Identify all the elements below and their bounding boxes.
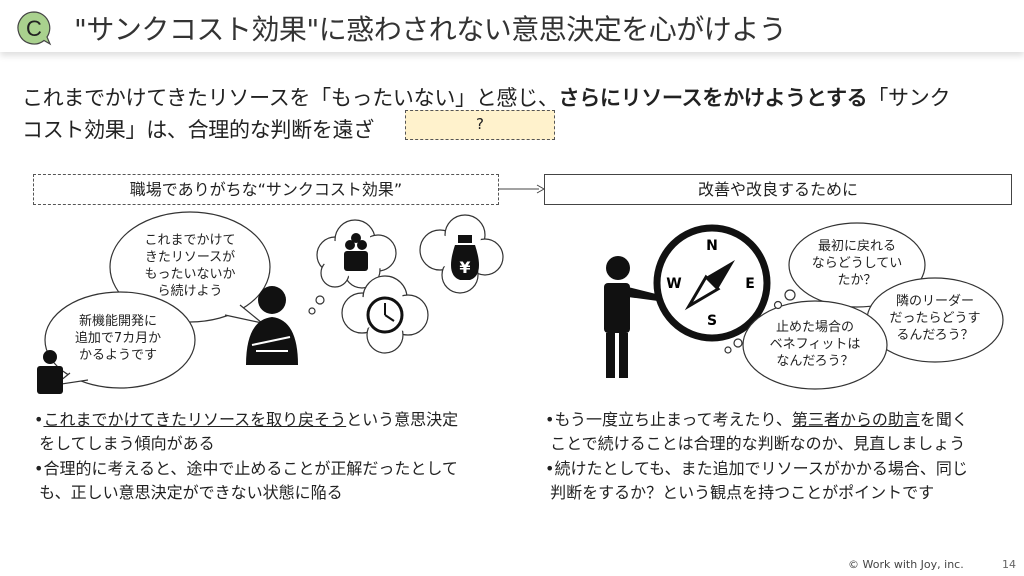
money-bag-icon: ¥ bbox=[451, 235, 479, 280]
svg-text:C: C bbox=[26, 16, 42, 41]
lead-line-2: コスト効果」は、合理的な判断を遠ざ bbox=[22, 118, 374, 142]
clock-icon bbox=[366, 296, 404, 334]
section-badge-icon: C bbox=[17, 11, 52, 46]
svg-text:E: E bbox=[745, 276, 755, 292]
fill-in-blank[interactable]: ? bbox=[405, 110, 555, 140]
svg-text:N: N bbox=[706, 238, 718, 254]
svg-text:¥: ¥ bbox=[459, 258, 470, 277]
thought-cloud-1 bbox=[788, 222, 926, 308]
page-title: "サンクコスト効果"に惑わされない意思決定を心がけよう bbox=[74, 13, 787, 46]
speech-bubble-small-text: 新機能開発に追加で7カ月かかるようです bbox=[74, 314, 162, 363]
thought-cloud-3-text: 止めた場合のベネフィットはなんだろう？ bbox=[769, 320, 861, 369]
person-pointing-icon bbox=[604, 256, 660, 378]
left-bullet-1: •これまでかけてきたリソースを取り戻そうという意思決定 をしてしまう傾向がある bbox=[34, 410, 459, 453]
person-arms-crossed-icon bbox=[246, 286, 298, 365]
right-bullet-2: •続けたとしても、また追加でリソースがかかる場合、同じ 判断をするか？という観点… bbox=[545, 459, 968, 502]
right-heading: 改善や改良するために bbox=[544, 174, 1012, 205]
left-heading: 職場でありがちな“サンクコスト効果” bbox=[33, 174, 499, 205]
page-number: 14 bbox=[1002, 558, 1016, 571]
svg-text:S: S bbox=[707, 313, 717, 329]
person-small-icon bbox=[37, 350, 63, 394]
thought-cloud-3 bbox=[742, 300, 888, 390]
speech-bubble-big-text: これまでかけてきたリソースがもったいないから続けよう bbox=[144, 233, 236, 299]
people-icon bbox=[344, 233, 368, 271]
copyright: © Work with Joy, inc. bbox=[848, 558, 964, 571]
lead-line-1: これまでかけてきたリソースを「もったいない」と感じ、さらにリソースをかけようとす… bbox=[22, 86, 951, 110]
arrow-icon bbox=[499, 184, 545, 194]
left-bullet-2: •合理的に考えると、途中で止めることが正解だったとして も、正しい意思決定ができ… bbox=[34, 459, 458, 502]
thought-cloud-2-text: 隣のリーダーだったらどうするんだろう？ bbox=[889, 294, 981, 343]
thought-cloud-1-text: 最初に戻れるならどうしていたか？ bbox=[811, 239, 903, 288]
illustrations: ¥ N S E W bbox=[37, 211, 1004, 394]
compass-icon: N S E W bbox=[653, 224, 771, 342]
speech-bubble-small bbox=[44, 291, 196, 389]
svg-text:W: W bbox=[666, 276, 681, 292]
title-bar: C "サンクコスト効果"に惑わされない意思決定を心がけよう bbox=[0, 0, 1024, 52]
right-bullet-1: •もう一度立ち止まって考えたり、第三者からの助言を聞く ことで続けることは合理的… bbox=[545, 410, 968, 453]
